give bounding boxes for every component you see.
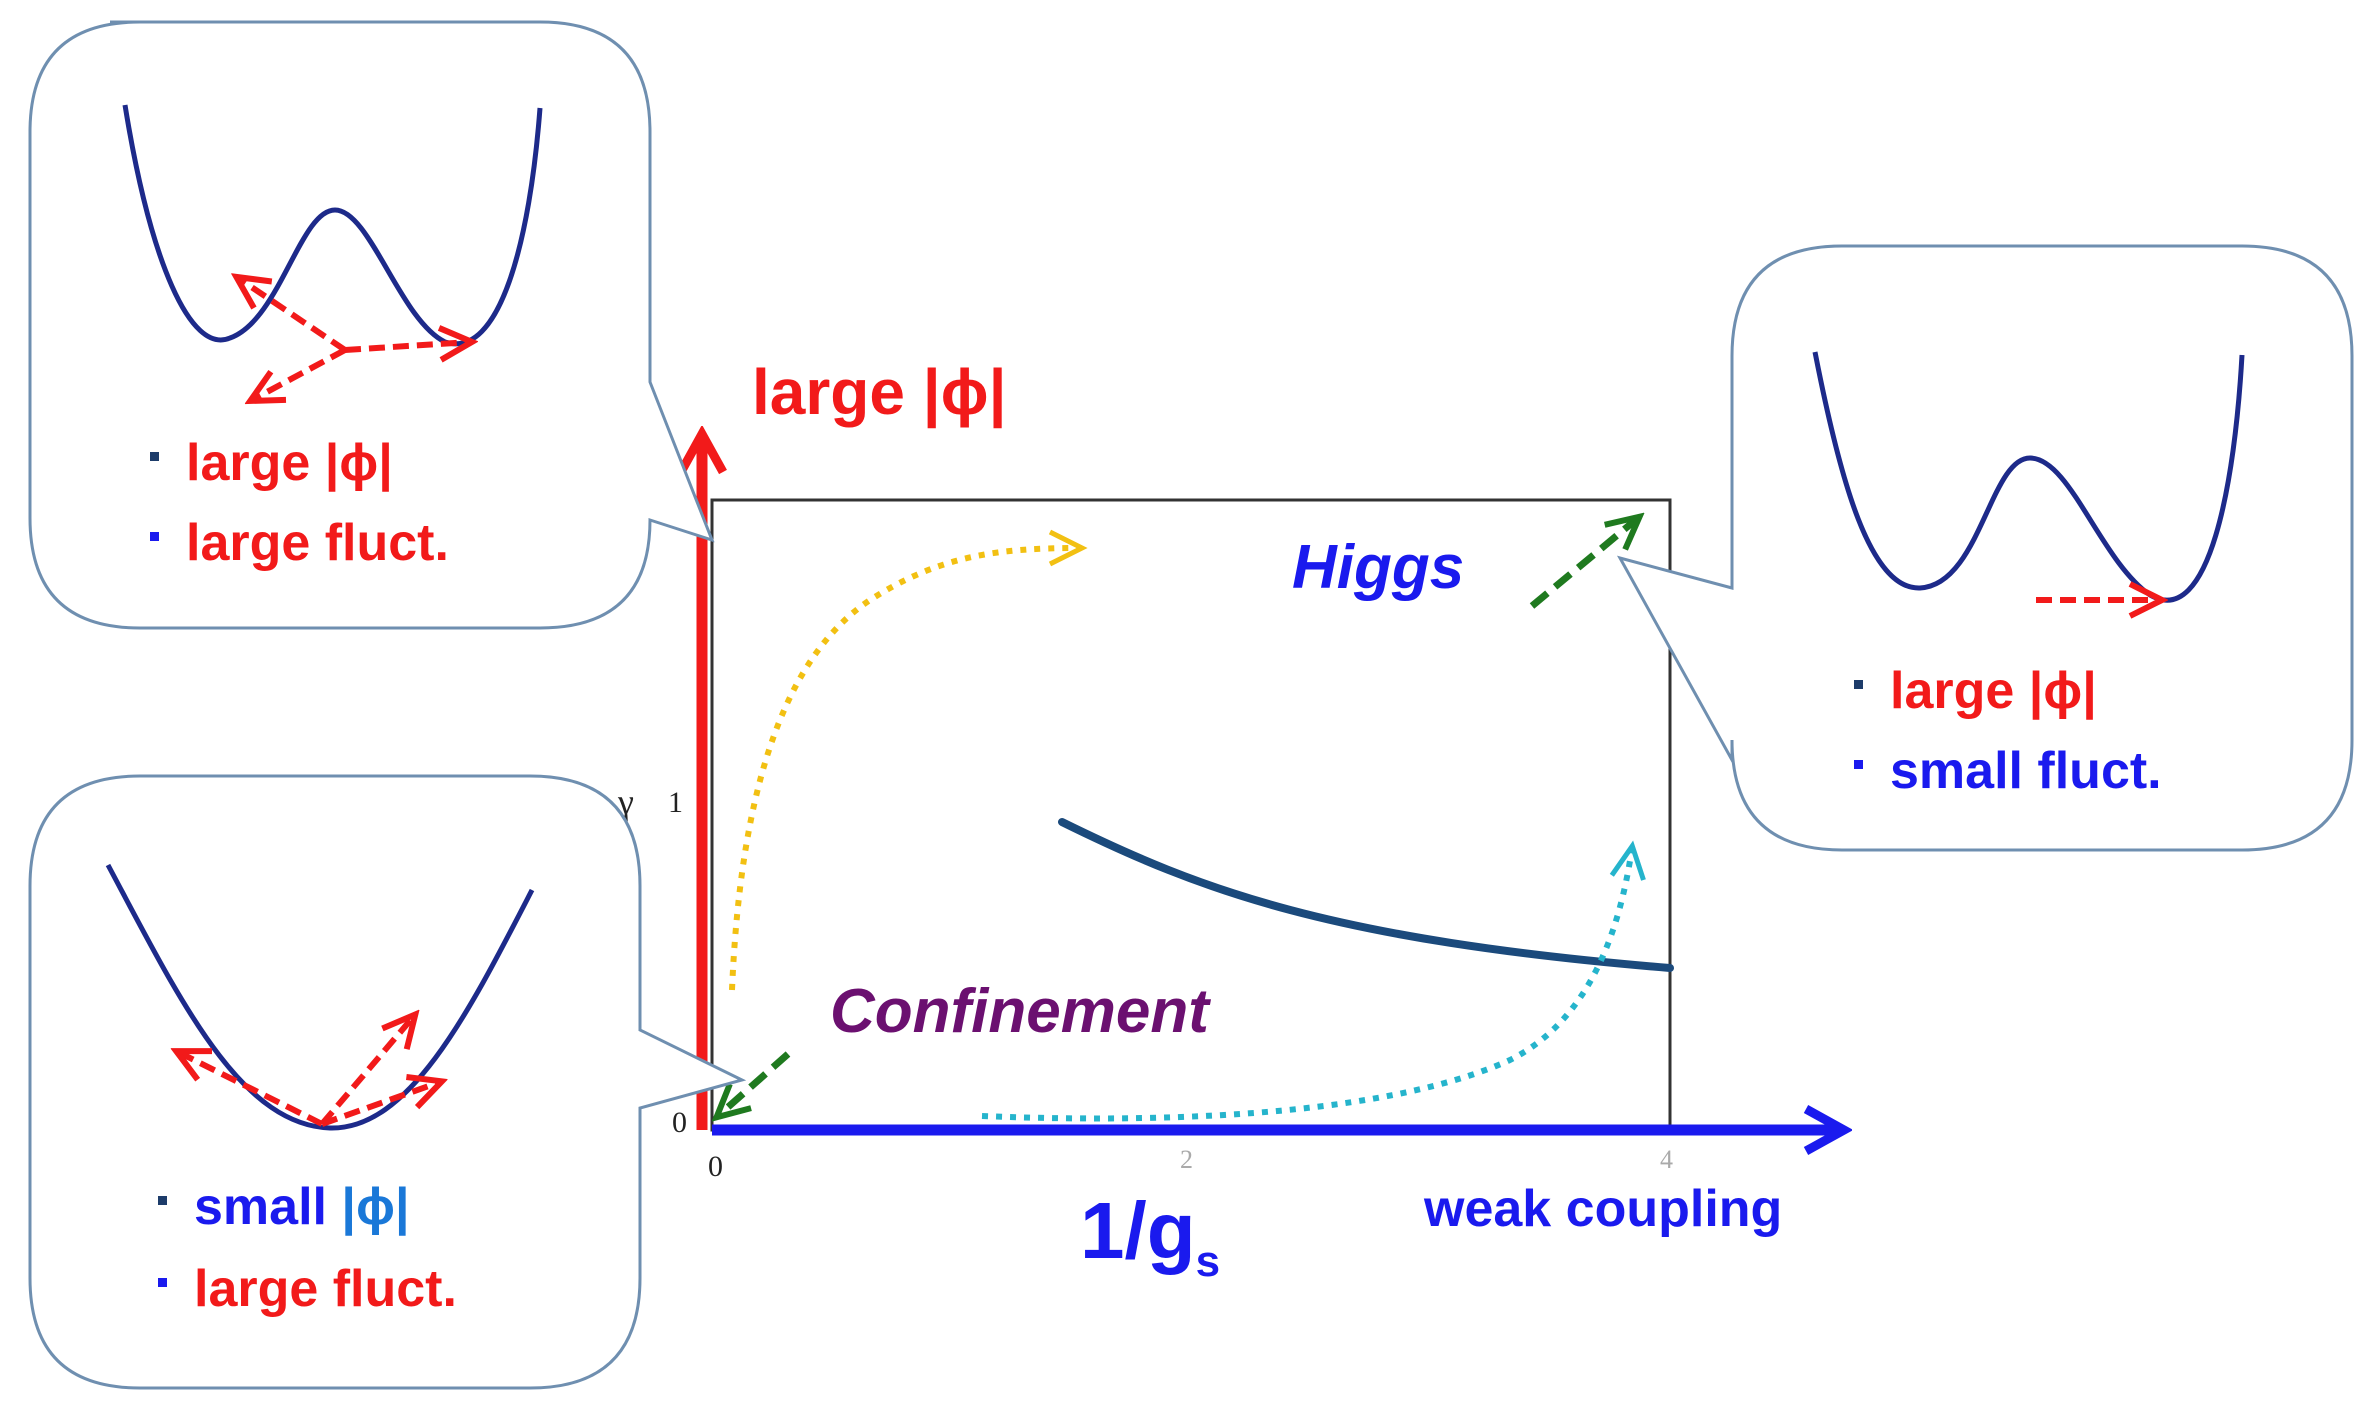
plot-frame — [710, 498, 1672, 1132]
bubble-bottom-left-line1: small |ϕ| — [194, 1178, 410, 1236]
bubble-top-left — [28, 20, 715, 630]
x-axis-title: 1/gs — [1080, 1186, 1220, 1286]
bubble-right — [1616, 244, 2354, 852]
bubble-bottom-left — [28, 774, 747, 1390]
y-tick-0: 0 — [672, 1106, 687, 1139]
yellow-path-arrow — [729, 529, 1088, 991]
bullet-icon — [150, 452, 159, 461]
fluctuation-arrows-bottom-left — [178, 1016, 440, 1127]
green-arrow-confinement — [718, 1051, 791, 1116]
fluctuation-arrows-top-left — [238, 278, 470, 400]
higgs-label: Higgs — [1292, 533, 1464, 602]
weak-coupling-label: weak coupling — [1423, 1180, 1782, 1238]
bullet-icon — [158, 1278, 167, 1287]
bullet-icon — [1854, 680, 1863, 689]
single-well-potential — [105, 863, 535, 1131]
y-axis-title: large |ϕ| — [752, 356, 1007, 429]
x-tick-0: 0 — [708, 1150, 723, 1183]
bubble-bottom-left-line2: large fluct. — [194, 1260, 457, 1318]
phase-boundary-curve — [1058, 818, 1674, 972]
green-arrow-higgs — [1529, 518, 1638, 609]
bubble-top-left-line1: large |ϕ| — [186, 434, 393, 492]
bullet-icon — [1854, 760, 1863, 769]
cyan-path-arrow — [981, 840, 1646, 1122]
bubble-right-line2: small fluct. — [1890, 742, 2162, 800]
confinement-label: Confinement — [830, 977, 1211, 1046]
bullet-icon — [150, 532, 159, 541]
bubble-right-line1: large |ϕ| — [1890, 662, 2097, 720]
x-tick-2: 2 — [1180, 1145, 1193, 1174]
y-tick-1: 1 — [668, 786, 683, 819]
double-well-potential-right — [1812, 351, 2245, 603]
bullet-icon — [158, 1196, 167, 1205]
x-tick-4: 4 — [1660, 1145, 1673, 1174]
double-well-potential-top-left — [122, 104, 543, 347]
bubble-top-left-line2: large fluct. — [186, 514, 449, 572]
